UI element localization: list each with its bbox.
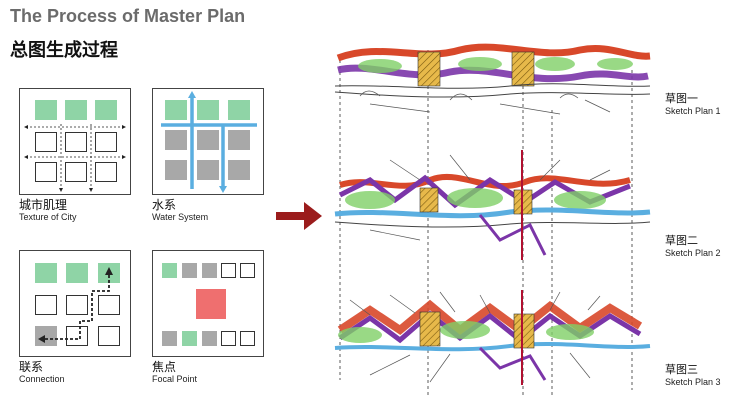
gray-block xyxy=(197,160,219,180)
green-block xyxy=(182,331,197,346)
gray-block xyxy=(228,160,250,180)
gray-block xyxy=(228,130,250,150)
city-block xyxy=(35,132,57,152)
sketch-plan-3 xyxy=(334,290,651,385)
sketch-plan-1 xyxy=(334,43,651,115)
city-block xyxy=(35,295,57,315)
panel-caption-cn: 焦点 xyxy=(152,360,177,374)
green-block xyxy=(35,100,57,120)
sketch-label-en: Sketch Plan 1 xyxy=(665,106,721,116)
sketch-label-en: Sketch Plan 2 xyxy=(665,248,721,258)
panel-caption-en: Water System xyxy=(152,212,209,222)
gray-block xyxy=(182,263,197,278)
water-channel-lines xyxy=(161,91,257,193)
sketch-label-cn: 草图三 xyxy=(665,364,698,376)
process-arrow xyxy=(276,202,322,230)
green-block xyxy=(66,263,88,283)
panel-caption-cn: 联系 xyxy=(19,360,44,374)
city-block xyxy=(240,331,255,346)
green-block xyxy=(165,100,187,120)
city-block xyxy=(98,295,120,315)
gray-block xyxy=(197,130,219,150)
panel-caption-cn: 水系 xyxy=(152,198,177,212)
green-block xyxy=(197,100,219,120)
connection-diagram xyxy=(19,250,131,357)
focal-point-block xyxy=(196,289,226,319)
city-block xyxy=(95,132,117,152)
connection-path-arrow xyxy=(38,267,113,343)
panel-caption-en: Focal Point xyxy=(152,374,198,384)
green-block xyxy=(228,100,250,120)
green-block xyxy=(95,100,117,120)
city-block xyxy=(98,326,120,346)
gray-block xyxy=(165,160,187,180)
city-block xyxy=(66,295,88,315)
green-block xyxy=(35,263,57,283)
gray-block xyxy=(202,263,217,278)
city-block xyxy=(221,331,236,346)
panel-caption-en: Connection xyxy=(19,374,65,384)
sketch-plan-2 xyxy=(334,150,651,260)
gray-block xyxy=(165,130,187,150)
green-block xyxy=(162,263,177,278)
city-block xyxy=(35,162,57,182)
gray-block xyxy=(202,331,217,346)
city-block xyxy=(240,263,255,278)
sketch-label-cn: 草图一 xyxy=(665,93,698,105)
sketch-label-en: Sketch Plan 3 xyxy=(665,377,721,387)
sketch-plans-drawing xyxy=(334,43,651,395)
gray-block xyxy=(35,326,57,346)
grid-axes-arrows xyxy=(24,124,126,192)
city-block xyxy=(221,263,236,278)
sketch-label-cn: 草图二 xyxy=(665,235,698,247)
green-block xyxy=(65,100,87,120)
city-block xyxy=(66,326,88,346)
gray-block xyxy=(162,331,177,346)
page-title: The Process of Master Plan xyxy=(10,6,246,26)
page-subtitle: 总图生成过程 xyxy=(10,40,118,60)
city-block xyxy=(65,132,87,152)
water-system-diagram xyxy=(152,88,264,195)
texture-of-city-diagram xyxy=(19,88,131,195)
panel-caption-en: Texture of City xyxy=(19,212,77,222)
city-block xyxy=(65,162,87,182)
panel-caption-cn: 城市肌理 xyxy=(19,198,68,212)
city-block xyxy=(95,162,117,182)
focal-point-diagram xyxy=(152,250,264,357)
